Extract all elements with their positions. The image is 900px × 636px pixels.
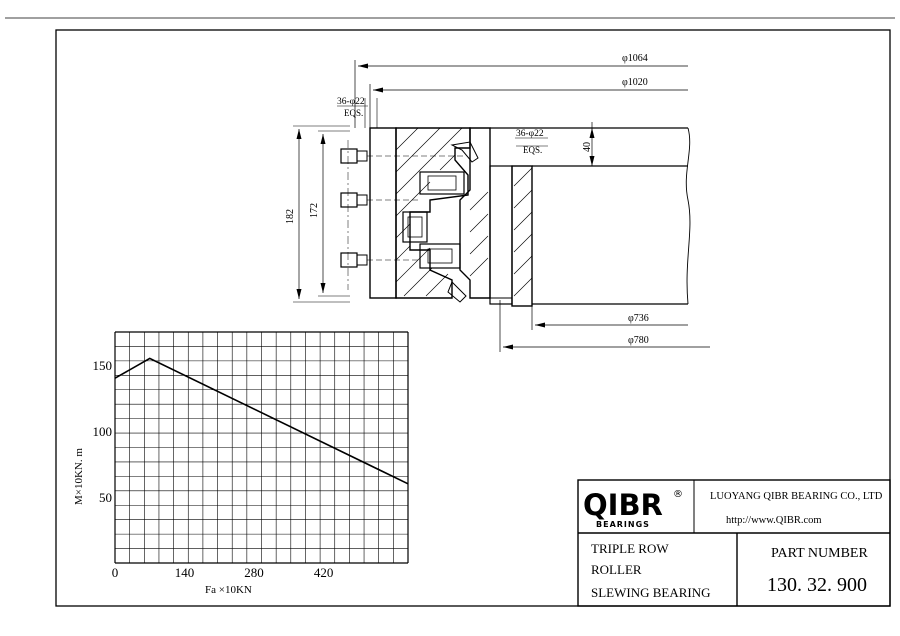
dim-inner-holes: 36-φ22 EQS. <box>515 129 548 155</box>
h182-label: 182 <box>285 209 296 224</box>
drawing-frame <box>55 29 891 607</box>
dim-182: 182 <box>285 125 350 303</box>
x-tick-label: 420 <box>314 565 334 580</box>
dim-d780: φ780 <box>499 300 710 352</box>
x-tick-label: 140 <box>175 565 195 580</box>
d1064-label: φ1064 <box>622 53 648 64</box>
title-block-frame <box>577 479 891 607</box>
inner-holes-label: 36-φ22 <box>516 129 544 139</box>
logo-text: QIBR <box>583 488 663 522</box>
d736-label: φ736 <box>628 313 649 324</box>
h40-label: 40 <box>582 142 593 152</box>
d780-label: φ780 <box>628 335 649 346</box>
rollers <box>402 171 465 269</box>
y-tick-label: 150 <box>93 358 113 373</box>
load-curve-line <box>114 357 409 485</box>
part-number-value: 130. 32. 900 <box>767 574 867 596</box>
outer-ring-hatch <box>395 127 463 297</box>
dim-d736: φ736 <box>531 306 688 330</box>
outer-holes-label: 36-φ22 <box>337 97 365 107</box>
desc-line-3: SLEWING BEARING <box>591 585 711 600</box>
chart-tick-labels: 0 140 280 420 50 100 150 <box>93 358 334 580</box>
part-number-label: PART NUMBER <box>771 546 868 561</box>
dim-172: 172 <box>309 130 350 297</box>
desc-line-2: ROLLER <box>591 562 642 577</box>
inner-ring-flange <box>511 165 533 307</box>
h172-label: 172 <box>309 203 320 218</box>
outer-ring-body <box>395 127 471 299</box>
company-name: LUOYANG QIBR BEARING CO., LTD <box>710 491 883 502</box>
outer-bolts <box>340 140 466 290</box>
dim-d1020: φ1020 <box>369 77 688 128</box>
inner-eqs-label: EQS. <box>523 145 542 155</box>
x-tick-label: 280 <box>244 565 264 580</box>
chart-grid <box>114 331 409 564</box>
desc-line-1: TRIPLE ROW <box>591 541 669 556</box>
chart-y-axis-label: M×10KN. m <box>73 448 85 505</box>
load-curve-chart: 0 140 280 420 50 100 150 M×10KN. m Fa ×10KN <box>73 331 409 596</box>
inner-ring-bolt-zone <box>489 165 513 305</box>
x-tick-label: 0 <box>112 565 119 580</box>
outer-ring-flange <box>369 127 397 299</box>
title-block: QIBR ® BEARINGS LUOYANG QIBR BEARING CO.… <box>577 479 891 607</box>
dim-outer-holes: 36-φ22 EQS. <box>337 97 378 128</box>
registered-mark: ® <box>673 489 683 500</box>
shaft-extension <box>490 127 691 305</box>
company-url: http://www.QIBR.com <box>726 515 822 526</box>
qibr-logo: QIBR ® BEARINGS <box>583 488 683 529</box>
d1020-label: φ1020 <box>622 77 648 88</box>
inner-ring-hatch <box>469 167 533 297</box>
chart-x-axis-label: Fa ×10KN <box>205 584 252 596</box>
bottom-seal <box>447 281 467 303</box>
top-seal <box>450 141 479 163</box>
dim-d1064: φ1064 <box>354 53 688 128</box>
outer-eqs-label: EQS. <box>344 108 363 118</box>
bearing-cross-section: φ1064 φ1020 36-φ22 EQS. 182 <box>285 53 710 352</box>
logo-subtext: BEARINGS <box>596 520 650 529</box>
dim-40: 40 <box>582 122 595 166</box>
y-tick-label: 50 <box>99 490 112 505</box>
y-tick-label: 100 <box>93 424 113 439</box>
chart-series <box>114 357 409 485</box>
